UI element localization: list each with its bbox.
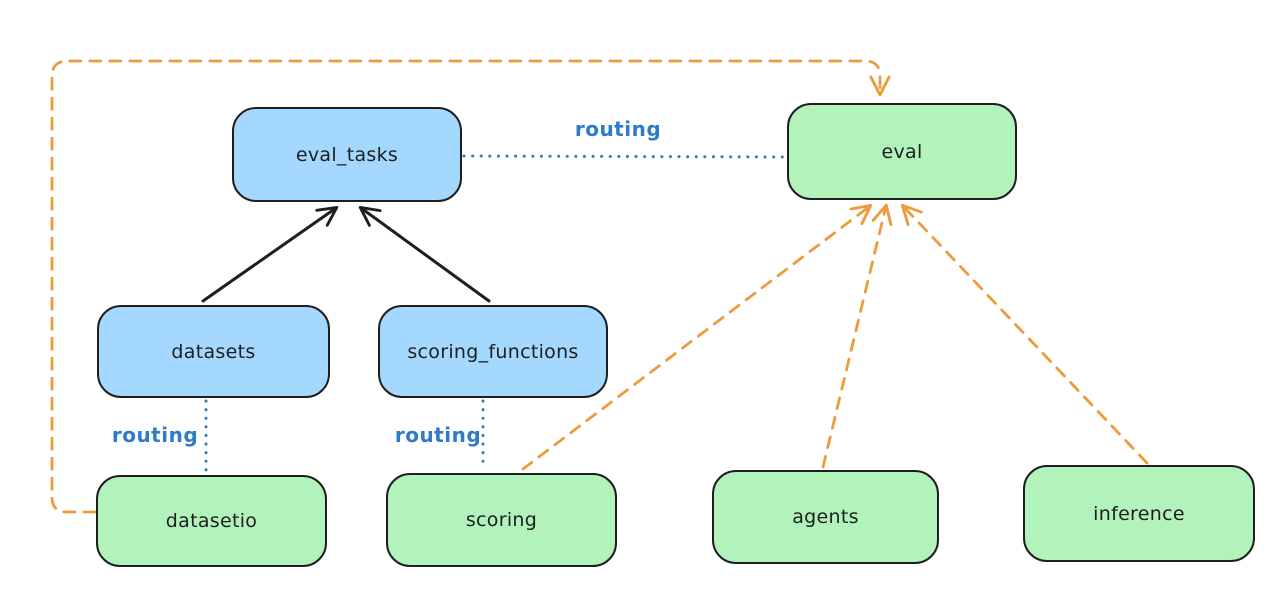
node-datasetio-label: datasetio [165, 510, 258, 532]
node-scoring-functions-label: scoring_functions [407, 340, 579, 363]
edge-inference-to-eval [900, 203, 1149, 465]
edge-agents-to-eval [821, 203, 893, 469]
node-scoring-functions: scoring_functions [378, 305, 608, 398]
node-inference-label: inference [1093, 502, 1185, 525]
node-datasets-label: datasets [171, 340, 256, 363]
edge-eval-tasks-to-eval-dotted [462, 154, 787, 159]
node-agents-label: agents [792, 506, 859, 528]
node-inference: inference [1023, 465, 1255, 562]
edge-label-routing-scoring-functions-scoring: routing [394, 423, 482, 447]
edge-datasets-to-eval-tasks [201, 206, 339, 303]
node-eval-tasks: eval_tasks [232, 107, 462, 202]
node-eval-label: eval [881, 140, 923, 163]
node-scoring: scoring [386, 473, 617, 567]
edge-label-routing-eval-tasks-eval: routing [574, 117, 662, 141]
node-scoring-label: scoring [465, 509, 538, 531]
node-datasetio: datasetio [96, 475, 327, 567]
edge-scoring-functions-to-eval-tasks [358, 205, 491, 303]
node-eval-tasks-label: eval_tasks [295, 143, 399, 166]
node-eval: eval [787, 103, 1017, 200]
edge-label-routing-datasets-datasetio: routing [111, 423, 199, 447]
node-datasets: datasets [97, 305, 330, 398]
node-agents: agents [712, 470, 939, 564]
